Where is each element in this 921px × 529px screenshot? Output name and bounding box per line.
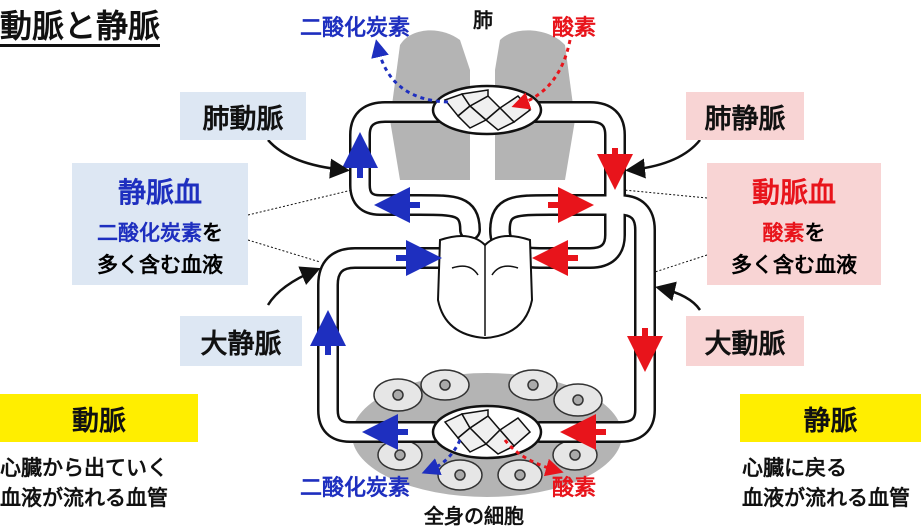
vein-def-line2: 血液が流れる血管 — [742, 486, 910, 510]
circulation-diagram — [247, 30, 708, 497]
connector-lines — [247, 189, 708, 273]
lung-label: 肺 — [473, 8, 493, 32]
co2-top-label: 二酸化炭素 — [300, 16, 411, 41]
body-cells-label: 全身の細胞 — [424, 504, 524, 528]
pulmonary-vein-label: 肺静脈 — [686, 92, 804, 140]
arterial-blood-heading: 動脈血 — [751, 176, 836, 209]
page-title: 動脈と静脈 — [0, 7, 161, 47]
arterial-blood-line2: 多く含む血液 — [731, 253, 857, 277]
pulmonary-artery-label: 肺動脈 — [180, 92, 306, 140]
o2-top-label: 酸素 — [552, 16, 597, 41]
venous-blood-line1: 二酸化炭素を — [97, 221, 223, 245]
venous-blood-line2: 多く含む血液 — [97, 253, 223, 277]
venous-blood-box: 静脈血 二酸化炭素を 多く含む血液 — [72, 163, 248, 285]
arterial-blood-box: 動脈血 酸素を 多く含む血液 — [707, 163, 881, 285]
co2-bottom-label: 二酸化炭素 — [300, 476, 411, 501]
vein-def-heading: 静脈 — [740, 394, 921, 442]
heart-shape — [436, 235, 534, 340]
artery-def-line2: 血液が流れる血管 — [0, 486, 168, 510]
aorta-label: 大動脈 — [686, 316, 804, 366]
lung-capillary — [431, 84, 543, 136]
venous-blood-heading: 静脈血 — [117, 176, 202, 209]
artery-def-heading: 動脈 — [0, 394, 198, 442]
pointer-arrows — [266, 139, 702, 311]
artery-def-line1: 心臓から出ていく — [0, 456, 168, 480]
vena-cava-label: 大静脈 — [180, 316, 302, 366]
vein-def-line1: 心臓に戻る — [742, 456, 847, 480]
cell-icons — [373, 369, 603, 491]
o2-bottom-label: 酸素 — [552, 476, 597, 501]
arterial-blood-line1: 酸素を — [762, 221, 826, 245]
body-capillary — [431, 404, 543, 460]
flow-arrows — [310, 132, 663, 450]
gas-arrows — [371, 39, 572, 477]
